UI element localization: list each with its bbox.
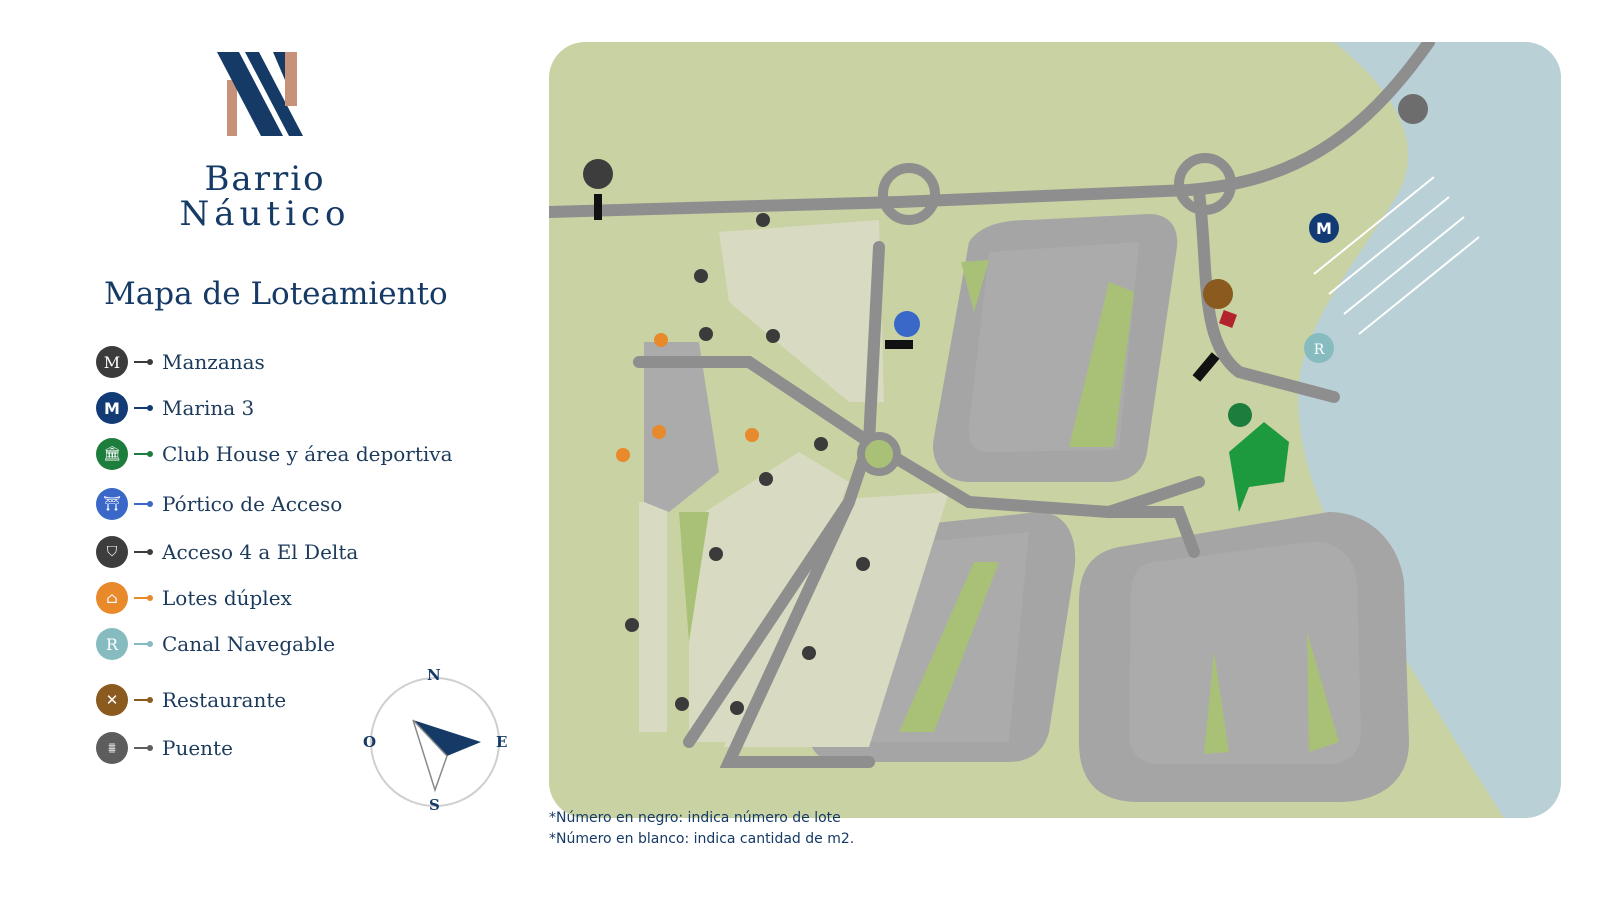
duplex-icon xyxy=(652,425,666,439)
legend-label: Marina 3 xyxy=(162,396,255,420)
legend-connector xyxy=(134,549,153,555)
logo xyxy=(217,52,303,136)
duplex-icon xyxy=(745,428,759,442)
legend-item-marina: M Marina 3 xyxy=(96,391,254,425)
gate-icon: ⛩ xyxy=(96,488,128,520)
page-title: Mapa de Loteamiento xyxy=(104,276,448,312)
legend-item-portico: ⛩ Pórtico de Acceso xyxy=(96,487,342,521)
legend-label: Restaurante xyxy=(162,688,287,712)
gate-icon xyxy=(894,311,920,337)
compass-rose-icon xyxy=(370,677,500,807)
block-east xyxy=(1129,541,1361,764)
roundabout xyxy=(878,163,940,225)
duplex-icon xyxy=(654,333,668,347)
manzana-icon xyxy=(756,213,770,227)
manzana-icon xyxy=(625,618,639,632)
legend-item-clubhouse: 🏛 Club House y área deportiva xyxy=(96,437,453,471)
brand-line2: Náutico xyxy=(179,194,351,234)
legend-connector xyxy=(134,501,153,507)
gate-barrier xyxy=(1192,352,1220,382)
manzana-icon xyxy=(694,269,708,283)
clubhouse-building xyxy=(1229,422,1289,512)
manzana-icon xyxy=(766,329,780,343)
manzana-icon xyxy=(699,327,713,341)
legend-label: Puente xyxy=(162,736,233,760)
road-network xyxy=(549,42,1435,768)
duplex-icon: ⌂ xyxy=(96,582,128,614)
compass-north: N xyxy=(427,666,441,684)
legend-connector xyxy=(134,745,153,751)
green-strip xyxy=(961,260,989,312)
note-white-number: *Número en blanco: indica cantidad de m2… xyxy=(549,831,855,847)
compass-east: E xyxy=(496,733,508,751)
manzana-markers xyxy=(625,213,870,715)
shield-icon xyxy=(583,159,613,189)
manzana-icon xyxy=(856,557,870,571)
roundabout xyxy=(857,432,901,476)
marina-icon xyxy=(1309,213,1339,243)
brand-line1: Barrio xyxy=(204,159,326,199)
legend-connector xyxy=(134,405,153,411)
compass-west: O xyxy=(363,733,377,751)
block-west xyxy=(644,342,719,512)
manzana-icon xyxy=(802,646,816,660)
green-strip xyxy=(1307,632,1339,752)
manzana-icon: M xyxy=(96,346,128,378)
green-strip xyxy=(899,562,999,732)
canal-icon xyxy=(1304,333,1334,363)
compass-south: S xyxy=(429,796,440,814)
lot-area-south xyxy=(724,492,949,747)
legend-item-duplex: ⌂ Lotes dúplex xyxy=(96,581,292,615)
shield-icon: ⛉ xyxy=(96,536,128,568)
gate-barrier xyxy=(594,194,602,220)
bridge-icon: ⩩ xyxy=(96,732,128,764)
legend-connector xyxy=(134,697,153,703)
canal-icon: R xyxy=(96,628,128,660)
restaurant-icon xyxy=(1203,279,1233,309)
green-strip xyxy=(679,512,709,642)
legend-label: Lotes dúplex xyxy=(162,586,292,610)
green-strip xyxy=(1204,652,1229,754)
marina-piers xyxy=(1313,176,1480,335)
manzana-icon xyxy=(709,547,723,561)
clubhouse-icon xyxy=(1228,403,1252,427)
site-plan-map: M R xyxy=(549,42,1561,818)
river-water xyxy=(1298,42,1561,818)
lot-column xyxy=(639,502,667,732)
legend-item-puente: ⩩ Puente xyxy=(96,731,233,765)
legend-item-restaurante: ✕ Restaurante xyxy=(96,683,286,717)
marina-icon: M xyxy=(96,392,128,424)
legend-label: Canal Navegable xyxy=(162,632,336,656)
green-strip xyxy=(1069,282,1134,447)
restaurant-building xyxy=(1219,310,1237,328)
legend-label: Club House y área deportiva xyxy=(162,442,453,466)
manzana-icon xyxy=(759,472,773,486)
lot-area-north xyxy=(719,220,884,402)
legend-label: Pórtico de Acceso xyxy=(162,492,343,516)
legend-label: Manzanas xyxy=(162,350,265,374)
legend-connector xyxy=(134,451,153,457)
manzana-icon xyxy=(814,437,828,451)
roundabout xyxy=(1174,153,1236,215)
manzana-icon xyxy=(675,697,689,711)
legend-item-manzanas: M Manzanas xyxy=(96,345,265,379)
manzana-icon xyxy=(730,701,744,715)
restaurant-icon: ✕ xyxy=(96,684,128,716)
canal-marker-label: R xyxy=(1314,342,1325,358)
legend-connector xyxy=(134,595,153,601)
legend-connector xyxy=(134,641,153,647)
legend-connector xyxy=(134,359,153,365)
legend-item-acceso: ⛉ Acceso 4 a El Delta xyxy=(96,535,358,569)
duplex-icon xyxy=(616,448,630,462)
legend-item-canal: R Canal Navegable xyxy=(96,627,335,661)
marina-marker-label: M xyxy=(1316,219,1332,238)
gate-barrier xyxy=(885,340,913,349)
compass: N S E O xyxy=(363,666,515,820)
bridge-icon xyxy=(1398,94,1428,124)
note-black-number: *Número en negro: indica número de lote xyxy=(549,810,841,826)
legend-label: Acceso 4 a El Delta xyxy=(162,540,359,564)
clubhouse-icon: 🏛 xyxy=(96,438,128,470)
